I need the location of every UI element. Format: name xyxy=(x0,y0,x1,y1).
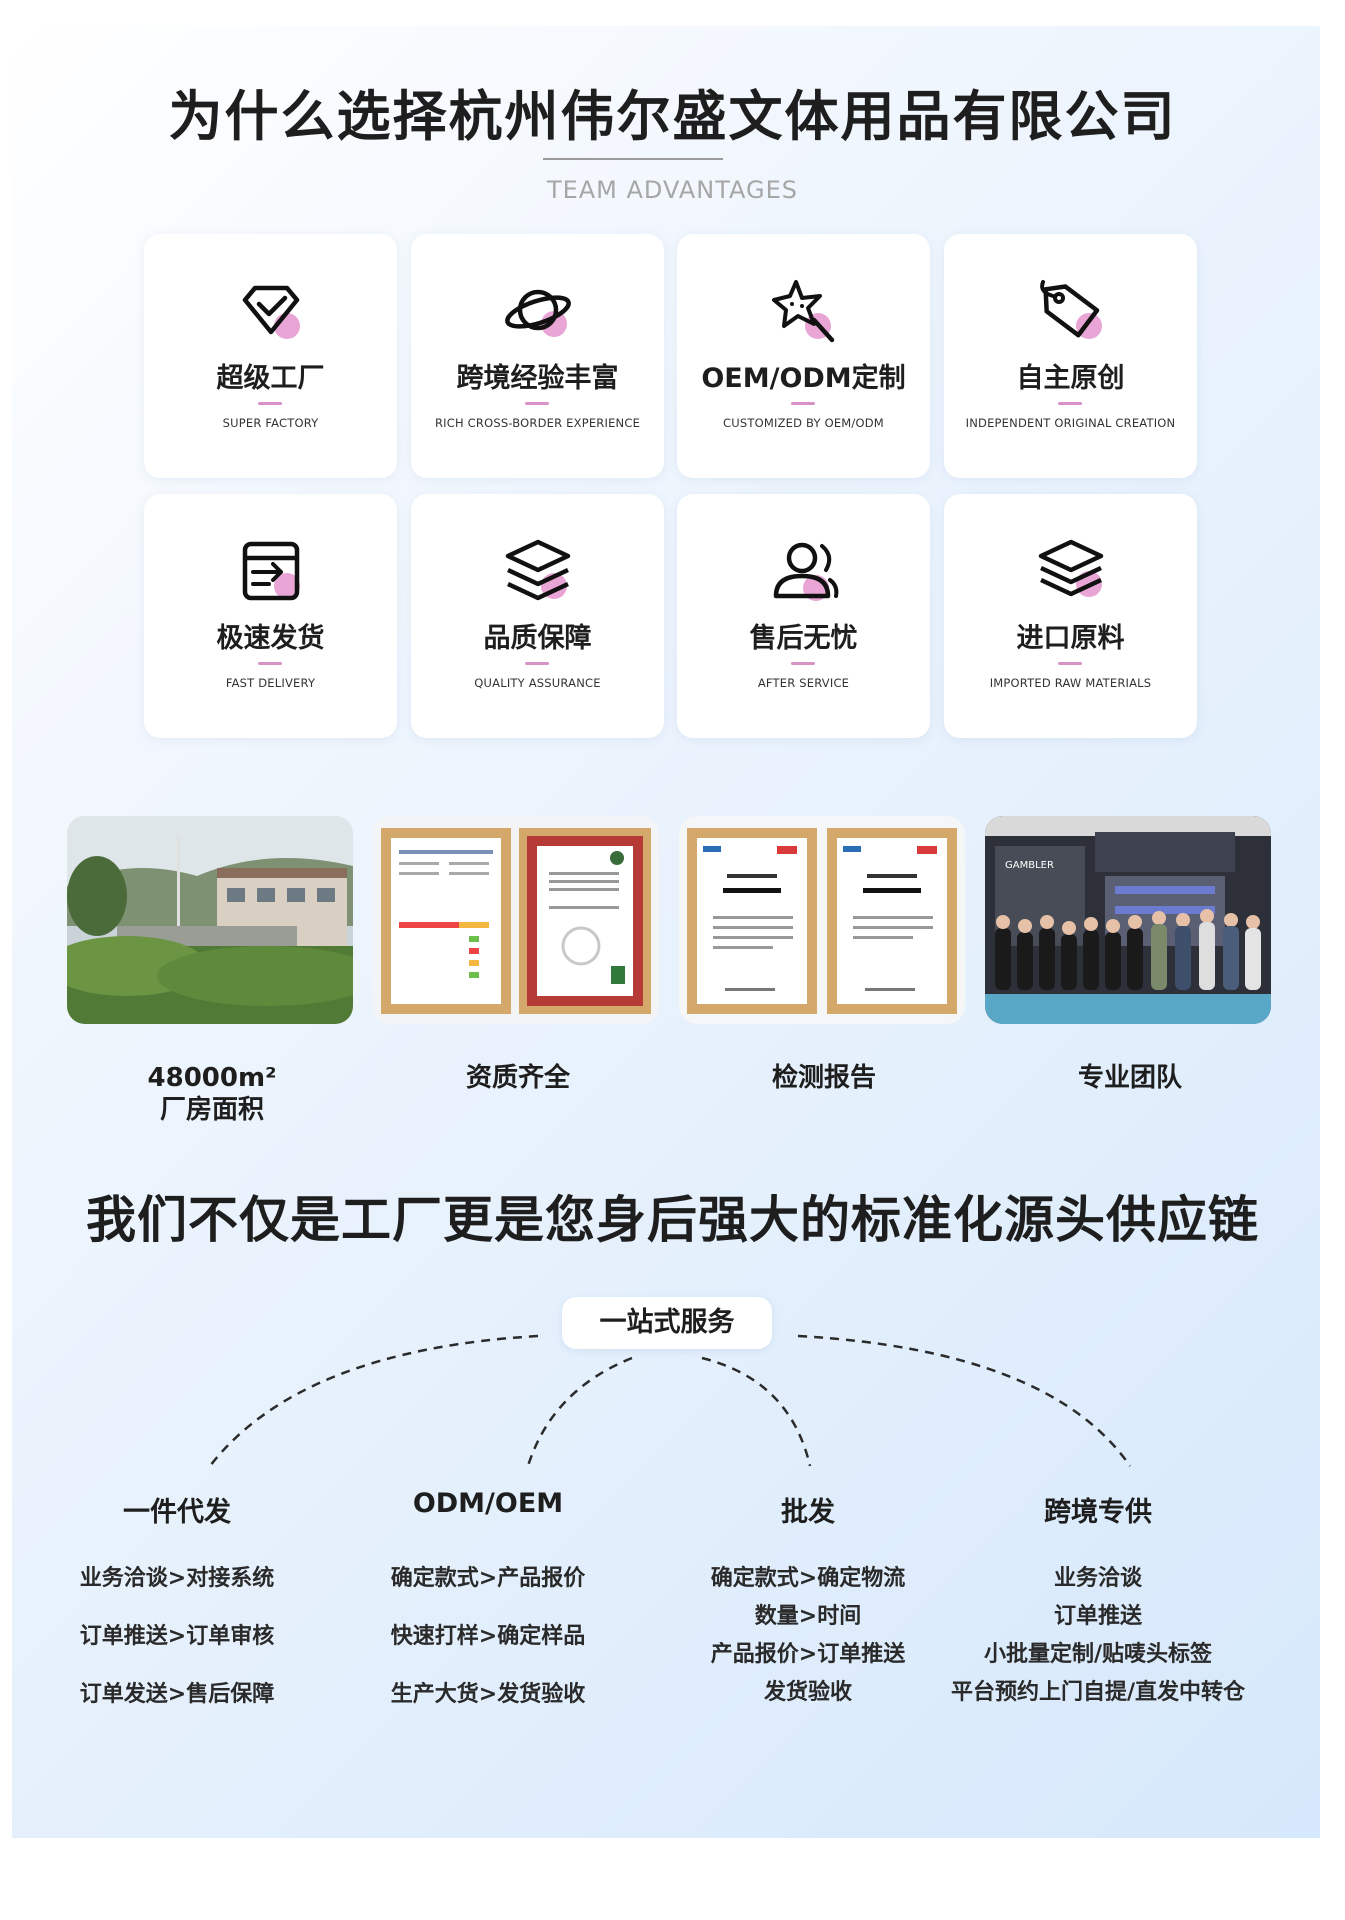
step-item: 小批量定制/贴唛头标签 xyxy=(983,1642,1213,1667)
step-item: 数量>时间 xyxy=(754,1604,862,1629)
gallery-caption: 检测报告 xyxy=(771,1063,876,1093)
accent-line xyxy=(258,662,282,665)
step-item: 生产大货>发货验收 xyxy=(390,1682,586,1707)
step-item: 订单发送>售后保障 xyxy=(79,1682,275,1707)
planet-icon xyxy=(505,289,571,337)
booth-sign: GAMBLER xyxy=(1005,860,1054,871)
accent-line xyxy=(258,402,282,405)
accent-line xyxy=(1058,402,1082,405)
gallery-caption: 48000m² 厂房面积 xyxy=(107,1062,317,1126)
step-item: 确定款式>产品报价 xyxy=(390,1566,586,1591)
stack-icon xyxy=(1038,539,1104,597)
step-item: 快速打样>确定样品 xyxy=(390,1624,586,1649)
step-item: 产品报价>订单推送 xyxy=(710,1642,906,1667)
column-title: 跨境专供 xyxy=(1044,1497,1152,1528)
advantage-card: 售后无忧 AFTER SERVICE xyxy=(677,494,930,738)
advantage-subtitle: QUALITY ASSURANCE xyxy=(474,676,601,690)
step-item: 业务洽谈>对接系统 xyxy=(79,1566,275,1591)
advantage-card: 超级工厂 SUPER FACTORY xyxy=(144,234,397,478)
tag-icon xyxy=(1040,280,1102,339)
advantage-subtitle: INDEPENDENT ORIGINAL CREATION xyxy=(965,416,1176,430)
gallery-caption: 专业团队 xyxy=(1077,1063,1182,1093)
step-item: 订单推送 xyxy=(1053,1604,1142,1629)
page-title: 为什么选择杭州伟尔盛文体用品有限公司 xyxy=(168,85,1177,148)
gallery-caption: 资质齐全 xyxy=(465,1063,570,1093)
star-wand-icon xyxy=(772,280,835,343)
step-item: 业务洽谈 xyxy=(1053,1566,1142,1591)
factory-photo xyxy=(67,816,353,1024)
advantage-subtitle: RICH CROSS-BORDER EXPERIENCE xyxy=(434,416,641,430)
advantage-title: OEM/ODM定制 xyxy=(701,363,906,394)
team-photo: GAMBLER xyxy=(985,816,1271,1024)
advantage-title: 售后无忧 xyxy=(749,623,858,654)
caption-area: 48000m² xyxy=(147,1063,277,1093)
page-subtitle: TEAM ADVANTAGES xyxy=(546,176,799,204)
accent-line xyxy=(1058,662,1082,665)
advantage-title: 品质保障 xyxy=(483,623,592,654)
section-title: 我们不仅是工厂更是您身后强大的标准化源头供应链 xyxy=(86,1191,1259,1249)
advantage-card: OEM/ODM定制 CUSTOMIZED BY OEM/ODM xyxy=(677,234,930,478)
delivery-box-icon xyxy=(242,541,300,601)
title-divider xyxy=(543,158,723,160)
layers-icon xyxy=(505,539,571,601)
step-item: 确定款式>确定物流 xyxy=(710,1566,906,1591)
accent-line xyxy=(525,402,549,405)
advantage-subtitle: AFTER SERVICE xyxy=(757,676,850,690)
users-icon xyxy=(773,542,839,601)
step-item: 订单推送>订单审核 xyxy=(79,1624,275,1649)
column-title: ODM/OEM xyxy=(412,1488,564,1519)
certificates-photo xyxy=(373,816,659,1024)
advantage-subtitle: FAST DELIVERY xyxy=(225,676,316,690)
accent-line xyxy=(525,662,549,665)
advantage-title: 超级工厂 xyxy=(216,363,325,394)
shield-check-icon xyxy=(242,285,300,339)
advantage-card: 跨境经验丰富 RICH CROSS-BORDER EXPERIENCE xyxy=(411,234,664,478)
test-report-photo xyxy=(679,816,965,1024)
step-item: 发货验收 xyxy=(763,1680,852,1705)
one-stop-service-badge: 一站式服务 xyxy=(562,1297,772,1349)
step-item: 平台预约上门自提/直发中转仓 xyxy=(950,1680,1246,1705)
column-title: 一件代发 xyxy=(123,1497,231,1528)
advantage-card: 品质保障 QUALITY ASSURANCE xyxy=(411,494,664,738)
advantage-card: 极速发货 FAST DELIVERY xyxy=(144,494,397,738)
advantage-title: 跨境经验丰富 xyxy=(456,363,619,394)
advantage-title: 进口原料 xyxy=(1016,623,1125,654)
advantage-subtitle: IMPORTED RAW MATERIALS xyxy=(989,676,1152,690)
accent-line xyxy=(791,662,815,665)
column-title: 批发 xyxy=(781,1497,835,1528)
advantage-card: 进口原料 IMPORTED RAW MATERIALS xyxy=(944,494,1197,738)
advantage-title: 极速发货 xyxy=(216,623,325,654)
advantage-card: 自主原创 INDEPENDENT ORIGINAL CREATION xyxy=(944,234,1197,478)
caption-label: 厂房面积 xyxy=(159,1095,264,1125)
advantage-subtitle: SUPER FACTORY xyxy=(222,416,319,430)
advantage-subtitle: CUSTOMIZED BY OEM/ODM xyxy=(723,416,884,430)
accent-line xyxy=(791,402,815,405)
advantage-title: 自主原创 xyxy=(1016,363,1125,394)
